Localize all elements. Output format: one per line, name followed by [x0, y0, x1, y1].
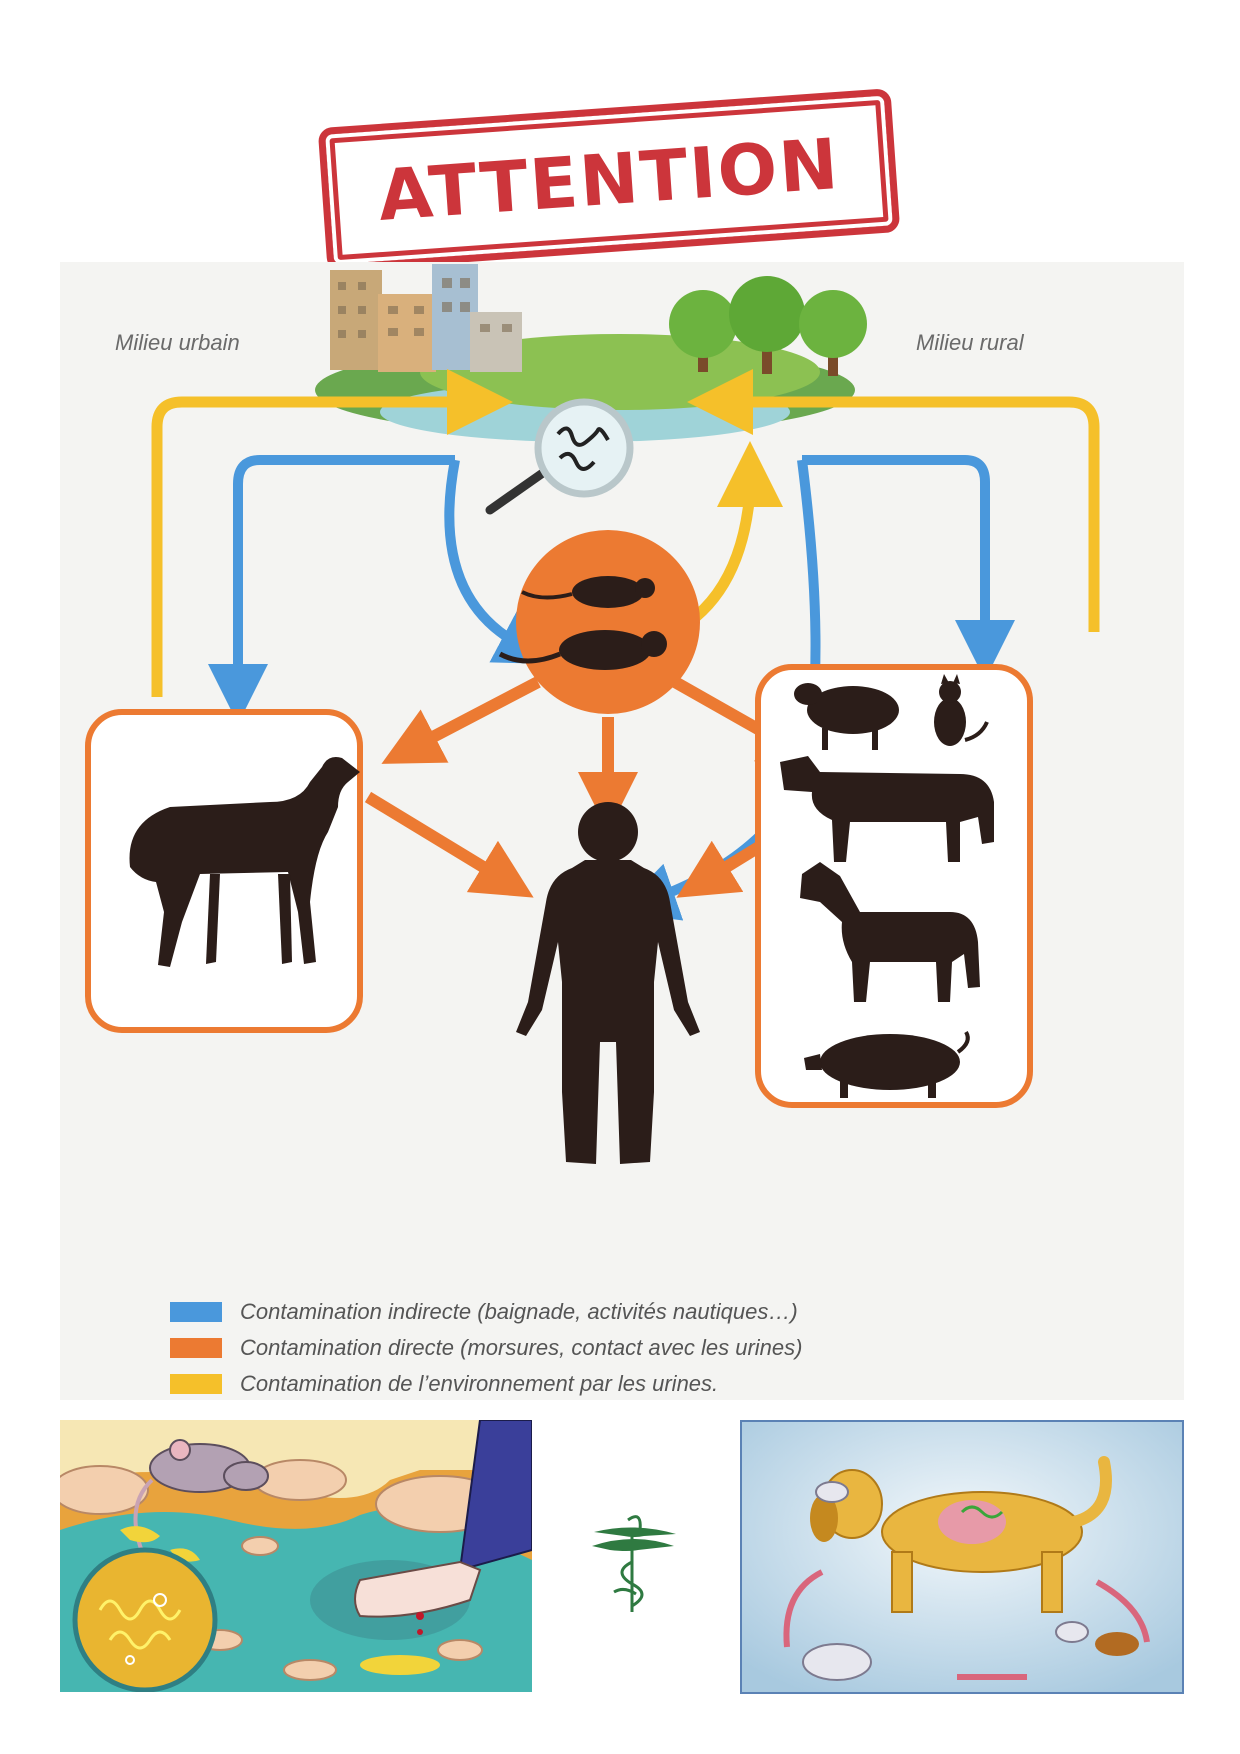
horse-silhouette-icon: [800, 862, 980, 1002]
urban-label: Milieu urbain: [115, 330, 240, 355]
trees-icon: [669, 276, 867, 376]
rat-water-foot-wound-illustration: [60, 1420, 532, 1692]
dog-illustration: [810, 1456, 1112, 1613]
legend-row-environment: Contamination de l’environnement par les…: [170, 1366, 1150, 1402]
city-buildings-icon: [330, 264, 522, 372]
rat-icon: [133, 1439, 269, 1571]
environment-island: [315, 264, 867, 515]
stamp-text: ATTENTION: [375, 122, 843, 238]
attention-stamp: ATTENTION: [317, 88, 901, 272]
legend-swatch-indirect: [170, 1302, 222, 1322]
legend-row-indirect: Contamination indirecte (baignade, activ…: [170, 1294, 1150, 1330]
legend-text-direct: Contamination directe (morsures, contact…: [240, 1335, 803, 1360]
legend-swatch-direct: [170, 1338, 222, 1358]
cycle-arrows: [783, 1569, 1150, 1680]
domestic-animal-box: [85, 709, 363, 1033]
dog-rat-cycle-illustration: [740, 1420, 1184, 1694]
legend-swatch-environment: [170, 1374, 222, 1394]
dropping-icon: [1095, 1632, 1139, 1656]
farm-animal-box: [755, 664, 1033, 1108]
human-silhouette-icon: [516, 802, 700, 1164]
legend-text-indirect: Contamination indirecte (baignade, activ…: [240, 1299, 798, 1324]
dog-silhouette-icon: [129, 757, 360, 967]
diagram-legend: Contamination indirecte (baignade, activ…: [170, 1294, 1150, 1402]
diagram-graphics: [85, 264, 1100, 1164]
cow-silhouette-icon: [780, 756, 994, 862]
sheep-silhouette-icon: [794, 683, 899, 750]
bacteria-lens: [72, 1547, 218, 1692]
magnifier-bacteria-icon: [485, 398, 634, 515]
rats-icon: [498, 530, 700, 714]
legend-text-environment: Contamination de l’environnement par les…: [240, 1371, 719, 1396]
leg-icon: [354, 1420, 532, 1635]
pharmacy-caduceus-logo: [584, 1512, 684, 1622]
mouse-icons: [802, 1481, 1089, 1681]
urine-splash: [120, 1526, 440, 1675]
legend-row-direct: Contamination directe (morsures, contact…: [170, 1330, 1150, 1366]
rural-label: Milieu rural: [916, 330, 1024, 355]
transmission-diagram: Milieu urbain Milieu rural: [60, 262, 1184, 1400]
cat-silhouette-icon: [934, 674, 989, 746]
pig-silhouette-icon: [804, 1030, 970, 1098]
